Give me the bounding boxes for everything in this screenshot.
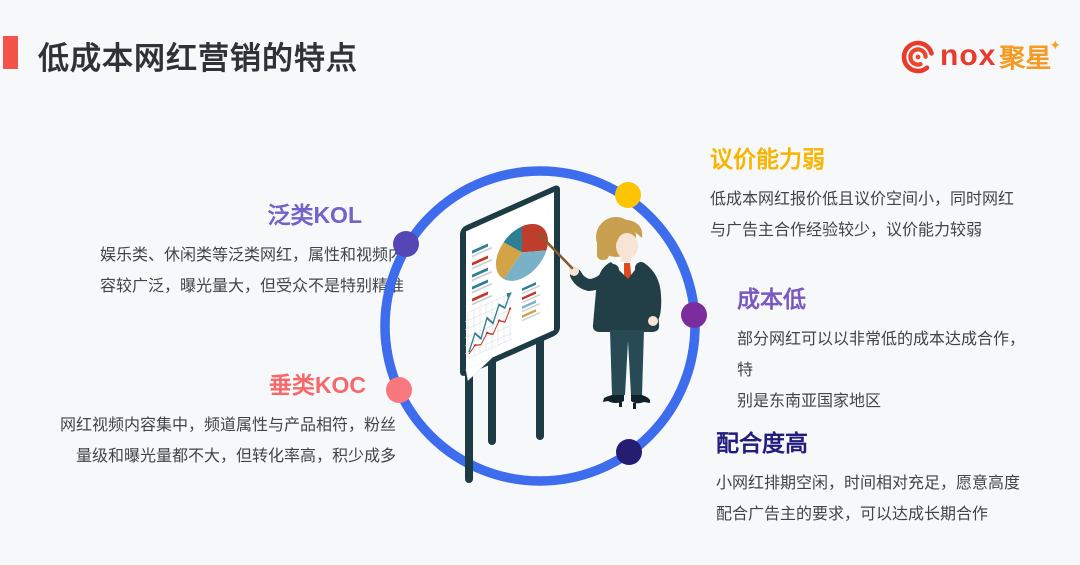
title-accent-bar — [3, 36, 18, 69]
dot-fan-kol — [393, 231, 419, 257]
feature-fan-kol: 泛类KOL 娱乐类、休闲类等泛类网红，属性和视频内 容较广泛，曝光量大，但受众不… — [59, 200, 404, 302]
nox-rings-logo-icon — [901, 40, 935, 74]
dot-high-cooperation — [616, 439, 642, 465]
pants — [610, 330, 644, 395]
feature-title: 议价能力弱 — [710, 146, 825, 172]
description-line: 部分网红可以以非常低的成本达成合作，特 — [737, 331, 1026, 379]
feature-title: 配合度高 — [716, 430, 808, 456]
description-line: 量级和曝光量都不大，但转化率高，积少成多 — [75, 448, 396, 465]
presenter-person — [538, 217, 662, 409]
feature-description: 娱乐类、休闲类等泛类网红，属性和视频内 容较广泛，曝光量大，但受众不是特别精准 — [59, 240, 404, 302]
legend-right — [522, 282, 540, 322]
dot-chui-koc — [386, 377, 412, 403]
brand-name: nox — [940, 39, 997, 72]
face — [616, 233, 638, 259]
description-line: 小网红排期空闲，时间相对充足，愿意高度 — [716, 475, 1021, 492]
description-line: 别是东南亚国家地区 — [737, 393, 882, 410]
feature-description: 小网红排期空闲，时间相对充足，愿意高度 配合广告主的要求，可以达成长期合作 — [716, 468, 1036, 530]
pie-chart — [495, 224, 548, 281]
presenter-at-flipchart-illustration — [380, 166, 707, 486]
brand-suffix: 聚星 — [999, 42, 1052, 73]
feature-chui-koc: 垂类KOC 网红视频内容集中，频道属性与产品相符，粉丝 量级和曝光量都不大，但转… — [44, 370, 396, 472]
lowered-arm — [635, 262, 662, 323]
description-line: 容较广泛，曝光量大，但受众不是特别精准 — [99, 278, 404, 295]
feature-title: 垂类KOC — [268, 372, 366, 398]
line-chart — [465, 292, 512, 359]
feature-description: 网红视频内容集中，频道属性与产品相符，粉丝 量级和曝光量都不大，但转化率高，积少… — [44, 410, 396, 472]
description-line: 低成本网红报价低且议价空间小，同时网红 — [710, 191, 1015, 208]
shoe — [603, 395, 624, 403]
dot-bargaining-weak — [615, 182, 641, 208]
brand-logo: nox 聚星 ✦ — [898, 34, 1061, 78]
feature-bargaining-weak: 议价能力弱 低成本网红报价低且议价空间小，同时网红 与广告主合作经验较少，议价能… — [710, 144, 1030, 246]
feature-description: 部分网红可以以非常低的成本达成合作，特 别是东南亚国家地区 — [737, 324, 1037, 417]
pointer-stick — [538, 233, 574, 270]
legend-left — [472, 243, 492, 306]
feature-title: 泛类KOL — [267, 202, 362, 228]
pointing-arm — [570, 264, 619, 292]
brand-star-icon: ✦ — [1049, 36, 1062, 53]
description-line: 与广告主合作经验较少，议价能力较弱 — [710, 222, 983, 239]
dot-low-cost — [681, 302, 707, 328]
description-line: 配合广告主的要求，可以达成长期合作 — [716, 506, 989, 523]
feature-high-cooperation: 配合度高 小网红排期空闲，时间相对充足，愿意高度 配合广告主的要求，可以达成长期… — [716, 428, 1036, 530]
feature-description: 低成本网红报价低且议价空间小，同时网红 与广告主合作经验较少，议价能力较弱 — [710, 184, 1030, 246]
shoe — [631, 395, 650, 404]
page-title: 低成本网红营销的特点 — [38, 41, 358, 76]
description-line: 娱乐类、休闲类等泛类网红，属性和视频内 — [99, 247, 404, 264]
feature-title: 成本低 — [737, 286, 806, 312]
feature-low-cost: 成本低 部分网红可以以非常低的成本达成合作，特 别是东南亚国家地区 — [737, 284, 1037, 417]
flipchart-board — [460, 185, 560, 381]
description-line: 网红视频内容集中，频道属性与产品相符，粉丝 — [59, 417, 396, 434]
flipchart-legs — [465, 327, 544, 483]
